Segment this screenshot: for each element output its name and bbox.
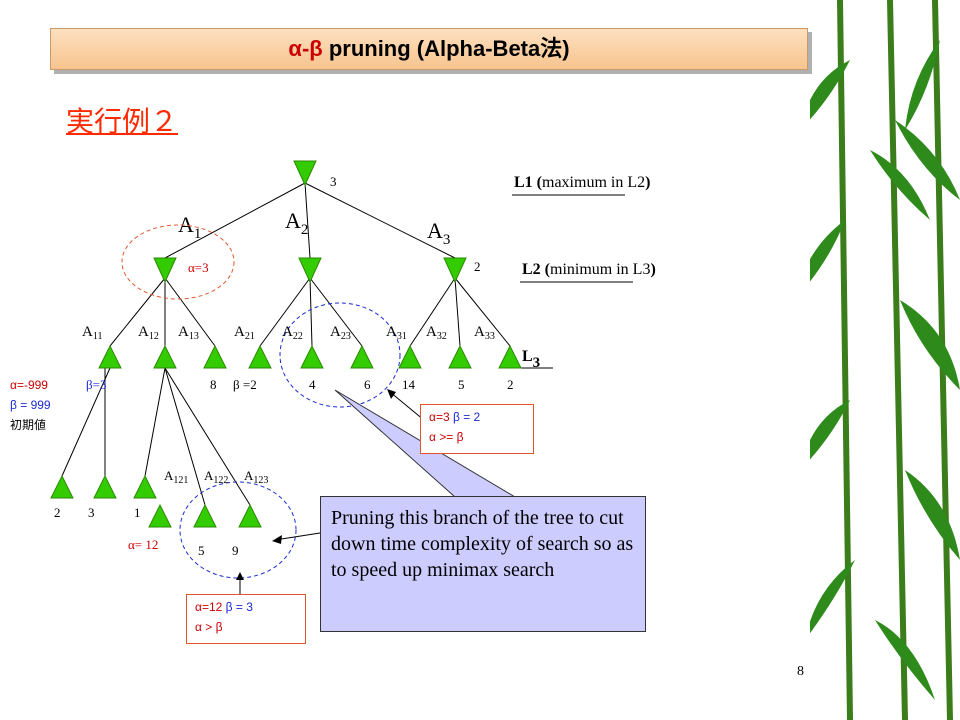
bamboo-decoration: [810, 0, 960, 720]
a12-prune-circle: [179, 481, 297, 579]
root-node: [293, 160, 317, 187]
condition-box-1: α=3 β = 2 α >= β: [420, 404, 534, 454]
node-a22: [300, 344, 324, 369]
box2-beta: β = 3: [225, 600, 253, 614]
page-number: 8: [797, 664, 804, 679]
root-value: 3: [330, 174, 337, 189]
a32-value: 5: [458, 377, 465, 392]
leaf-a123-value: 9: [232, 543, 239, 558]
slide-title: α-β pruning (Alpha-Beta法): [50, 28, 808, 70]
init-alpha: α=-999: [10, 378, 48, 392]
a12x-alpha: α= 12: [128, 537, 158, 552]
box1-alpha: α=3: [429, 410, 450, 424]
node-a2: [298, 257, 322, 284]
a23-value: 6: [364, 377, 371, 392]
leaf-2: [93, 474, 117, 499]
leaf-1-value: 2: [54, 505, 61, 520]
title-text: pruning (Alpha-Beta法): [322, 36, 570, 61]
level-l2: L2 (minimum in L3): [522, 261, 656, 278]
a3-value: 2: [474, 259, 481, 274]
label-a13: A13: [178, 324, 199, 342]
arrow-box1-head: [387, 389, 396, 399]
label-a123: A123: [244, 468, 268, 486]
label-a21: A21: [234, 324, 255, 342]
node-a13: [203, 344, 227, 369]
arrow-box2-head: [236, 572, 244, 580]
node-a3: [443, 257, 467, 284]
box1-beta: β = 2: [452, 410, 481, 424]
leaf-a122-value: 5: [198, 543, 205, 558]
game-tree: 3 A1 A2 A3 α=3 2 A11 A12 A13 A21 A22 A23…: [50, 160, 656, 598]
box1-condition: α >= β: [429, 430, 464, 444]
node-a11: [98, 344, 122, 369]
leaf-a121: [148, 503, 172, 528]
label-a32: A32: [426, 324, 447, 342]
leaf-1: [50, 474, 74, 499]
a33-value: 2: [507, 377, 514, 392]
init-beta: β = 999: [10, 398, 51, 412]
label-a121: A121: [164, 468, 188, 486]
initial-values: α=-999 β = 999 初期値: [10, 375, 51, 435]
a12-beta: β=3: [86, 377, 106, 392]
node-a31: [398, 344, 422, 369]
a1-alpha: α=3: [188, 260, 209, 275]
leaf-3-value: 1: [134, 505, 141, 520]
label-a2: A2: [285, 208, 308, 238]
leaf-a123: [238, 503, 262, 528]
label-a11: A11: [82, 324, 102, 342]
pruning-callout: Pruning this branch of the tree to cut d…: [320, 496, 646, 632]
label-a122: A122: [204, 468, 228, 486]
a2-prune-circle: [279, 302, 401, 408]
leaf-3: [133, 474, 157, 499]
box2-alpha: α=12: [195, 600, 223, 614]
label-a12: A12: [138, 324, 159, 342]
a1-highlight-circle: [121, 224, 235, 300]
node-a32: [448, 344, 472, 369]
leaf-a122: [193, 503, 217, 528]
label-a31: A31: [386, 324, 407, 342]
a22-value: 4: [309, 377, 316, 392]
label-a33: A33: [474, 324, 495, 342]
node-a23: [350, 344, 374, 369]
leaf-2-value: 3: [88, 505, 95, 520]
init-label: 初期値: [10, 418, 47, 432]
level-l1: L1 (maximum in L2): [514, 174, 650, 191]
slide-subtitle: 実行例２: [66, 105, 179, 138]
node-a33: [498, 344, 522, 369]
label-a3: A3: [427, 218, 450, 248]
a21-value: β =2: [233, 377, 257, 392]
arrow-callout-head: [272, 535, 282, 544]
arrow-callout: [274, 532, 321, 541]
node-a12: [153, 344, 177, 369]
title-greek: α-β: [288, 36, 323, 61]
node-a1: [153, 257, 177, 284]
a31-value: 14: [402, 377, 416, 392]
box2-condition: α > β: [195, 620, 223, 634]
label-a22: A22: [282, 324, 303, 342]
condition-box-2: α=12 β = 3 α > β: [186, 594, 306, 644]
a13-value: 8: [210, 377, 217, 392]
node-a21: [248, 344, 272, 369]
